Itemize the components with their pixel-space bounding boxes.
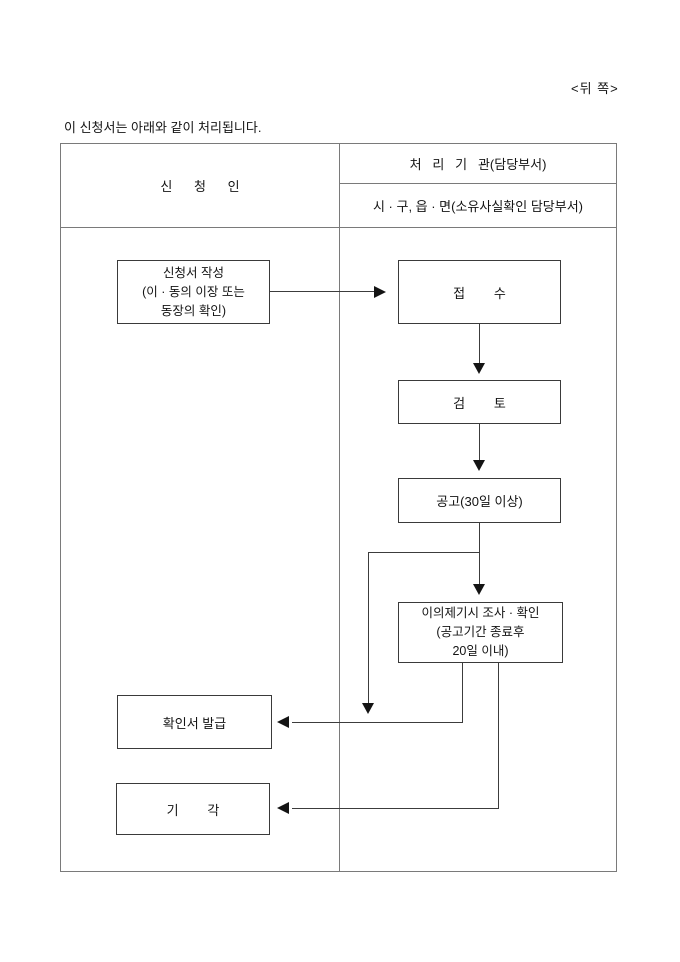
- connector-notice-to-objection: [479, 523, 480, 585]
- connector-objection-to-reject-vertical: [498, 662, 499, 809]
- process-table: 신 청 인 처 리 기 관(담당부서) 시 · 구, 읍 · 면(소유사실확인 …: [60, 143, 617, 872]
- table-header-rule: [61, 227, 616, 228]
- rejection-label: 기 각: [166, 802, 220, 818]
- issue-certificate-box: 확인서 발급: [117, 695, 272, 749]
- arrow-left-icon: [277, 802, 289, 814]
- rejection-box: 기 각: [116, 783, 270, 835]
- write-application-line1: 신청서 작성: [163, 265, 224, 280]
- objection-line2: (공고기간 종료후: [436, 625, 525, 639]
- receipt-box: 접 수: [398, 260, 561, 324]
- agency-subheader-rule: [340, 183, 616, 184]
- connector-branch-vertical: [368, 552, 369, 704]
- table-column-divider: [339, 144, 340, 871]
- write-application-line3: 동장의 확인): [160, 303, 227, 318]
- arrow-down-icon: [362, 703, 374, 714]
- arrow-down-icon: [473, 584, 485, 595]
- review-label: 검 토: [453, 395, 506, 411]
- arrow-down-icon: [473, 363, 485, 374]
- arrow-down-icon: [473, 460, 485, 471]
- agency-column-header: 처 리 기 관(담당부서): [409, 157, 547, 172]
- applicant-column-header: 신 청 인: [160, 179, 240, 194]
- back-side-note: <뒤 쪽>: [571, 81, 619, 96]
- connector-objection-to-reject-horizontal: [292, 808, 499, 809]
- objection-investigation-box: 이의제기시 조사 · 확인 (공고기간 종료후 20일 이내): [398, 602, 563, 663]
- intro-text: 이 신청서는 아래와 같이 처리됩니다.: [64, 120, 262, 135]
- agency-subheader: 시 · 구, 읍 · 면(소유사실확인 담당부서): [372, 199, 584, 214]
- objection-line1: 이의제기시 조사 · 확인: [421, 606, 540, 620]
- connector-review-to-notice: [479, 424, 480, 461]
- arrow-left-icon: [277, 716, 289, 728]
- issue-certificate-label: 확인서 발급: [162, 715, 227, 731]
- arrow-right-icon: [374, 286, 386, 298]
- objection-line3: 20일 이내): [452, 644, 509, 658]
- write-application-box: 신청서 작성 (이 · 동의 이장 또는 동장의 확인): [117, 260, 270, 324]
- connector-objection-to-issue-horizontal: [292, 722, 463, 723]
- connector-objection-to-issue-vertical: [462, 662, 463, 723]
- public-notice-label: 공고(30일 이상): [436, 494, 523, 509]
- public-notice-box: 공고(30일 이상): [398, 478, 561, 523]
- connector-receipt-to-review: [479, 324, 480, 364]
- connector-write-to-receipt: [270, 291, 376, 292]
- write-application-line2: (이 · 동의 이장 또는: [142, 284, 245, 299]
- connector-branch-horizontal: [368, 552, 480, 553]
- receipt-label: 접 수: [453, 285, 506, 301]
- review-box: 검 토: [398, 380, 561, 424]
